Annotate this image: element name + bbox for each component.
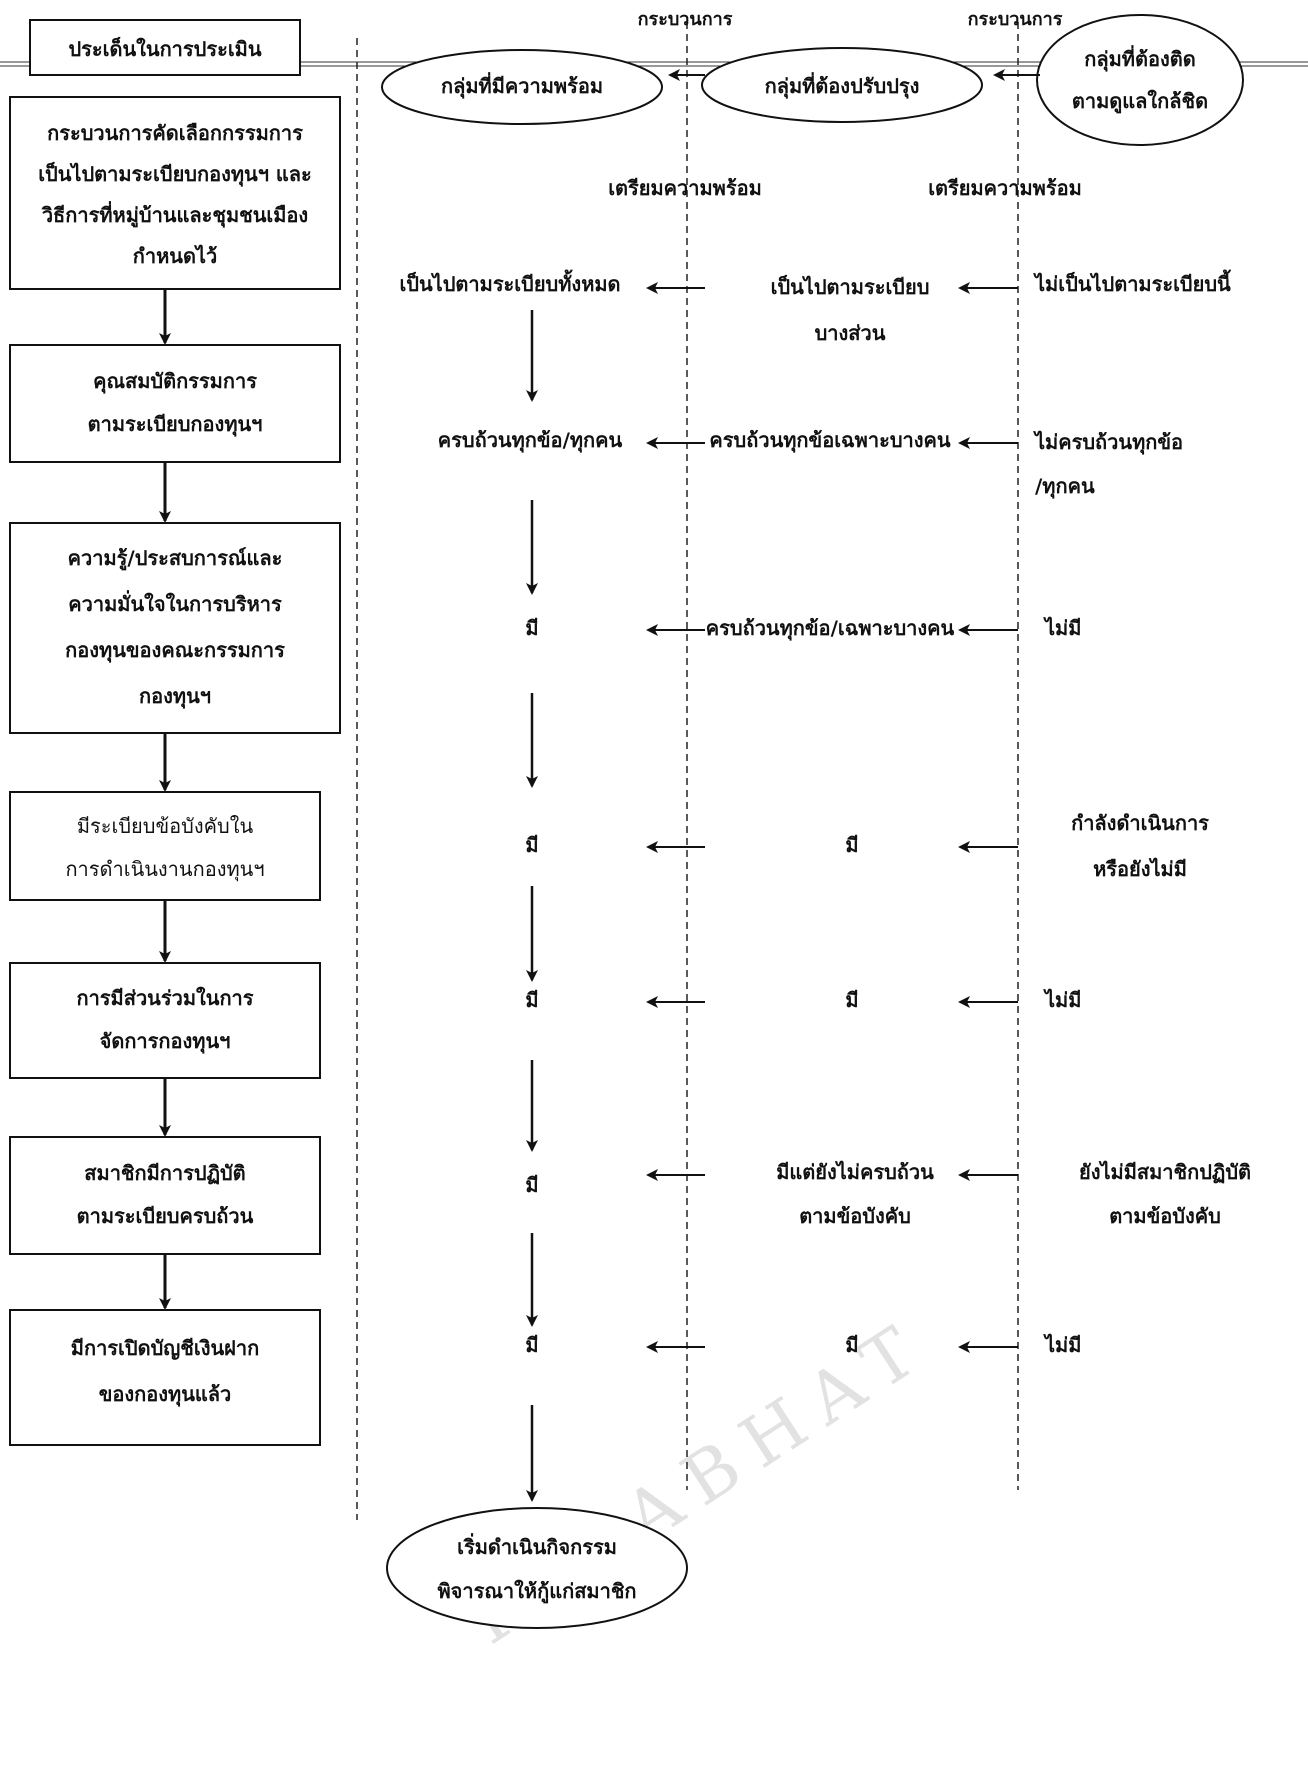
row1-improve-text: เป็นไปตามระเบียบ บางส่วน [770,275,930,345]
criteria-box-3 [9,522,341,734]
row5-ready-text: มี [525,988,539,1012]
row7-ready-text: มี [525,1333,539,1357]
criteria-text-1: กระบวนการคัดเลือกกรรมการ เป็นไปตามระเบีย… [38,121,312,268]
row2-ready-text: ครบถ้วนทุกข้อ/ทุกคน [437,428,623,452]
row1-ready-text: เป็นไปตามระเบียบทั้งหมด [399,272,621,296]
row2-monitor-text: ไม่ครบถ้วนทุกข้อ /ทุกคน [1035,430,1184,498]
row3-monitor-text: ไม่มี [1045,616,1082,640]
row6-monitor-text: ยังไม่มีสมาชิกปฏิบัติ ตามข้อบังคับ [1078,1160,1252,1228]
criteria-text-7: มีการเปิดบัญชีเงินฝาก ของกองทุนแล้ว [70,1336,260,1406]
criteria-header-title: ประเด็นในการประเมิน [68,37,262,61]
row6-improve-text: มีแต่ยังไม่ครบถ้วน ตามข้อบังคับ [776,1160,934,1228]
group-improve-label: กลุ่มที่ต้องปรับปรุง [764,74,920,98]
group-ready-ellipse [381,49,663,125]
row5-monitor-text: ไม่มี [1045,988,1082,1012]
criteria-text-3: ความรู้/ประสบการณ์และ ความมั่นใจในการบริ… [65,546,285,708]
final-step-ellipse [386,1507,688,1629]
criteria-text-2: คุณสมบัติกรรมการ ตามระเบียบกองทุนฯ [87,369,263,436]
criteria-text-6: สมาชิกมีการปฏิบัติ ตามระเบียบครบถ้วน [76,1161,254,1228]
group-monitor-label: กลุ่มที่ต้องติด ตามดูแลใกล้ชิด [1071,47,1209,113]
criteria-box-5 [9,962,321,1079]
row7-monitor-text: ไม่มี [1045,1333,1082,1357]
row2-improve-text: ครบถ้วนทุกข้อเฉพาะบางคน [709,428,951,452]
row4-monitor-text: กำลังดำเนินการ หรือยังไม่มี [1071,811,1209,881]
criteria-text-5: การมีส่วนร่วมในการ จัดการกองทุนฯ [76,986,254,1053]
criteria-text-4: มีระเบียบข้อบังคับใน การดำเนินงานกองทุนฯ [65,814,265,881]
criteria-box-4 [9,791,321,901]
process-label-2: กระบวนการ [967,9,1063,30]
row6-ready-text: มี [525,1173,539,1197]
process-label-1: กระบวนการ [637,9,733,30]
criteria-box-1 [9,96,341,290]
final-step-text: เริ่มดำเนินกิจกรรม พิจารณาให้กู้แก่สมาชิ… [437,1535,637,1603]
criteria-box-7 [9,1309,321,1446]
row5-improve-text: มี [845,988,859,1012]
row3-ready-text: มี [525,616,539,640]
prepare-label-improve-to-ready: เตรียมความพร้อม [608,176,762,200]
group-ready-label: กลุ่มที่มีความพร้อม [440,74,604,98]
row4-ready-text: มี [525,833,539,857]
flowchart-canvas [0,14,1308,1629]
row3-improve-text: ครบถ้วนทุกข้อ/เฉพาะบางคน [705,616,955,640]
prepare-label-monitor-to-improve: เตรียมความพร้อม [928,176,1082,200]
criteria-box-2 [9,344,341,463]
row1-monitor-text: ไม่เป็นไปตามระเบียบนี้ [1035,272,1231,296]
group-improve-ellipse [701,47,983,123]
group-monitor-ellipse [1036,14,1244,146]
row7-improve-text: มี [845,1333,859,1357]
row4-improve-text: มี [845,833,859,857]
criteria-header-box [29,19,301,76]
